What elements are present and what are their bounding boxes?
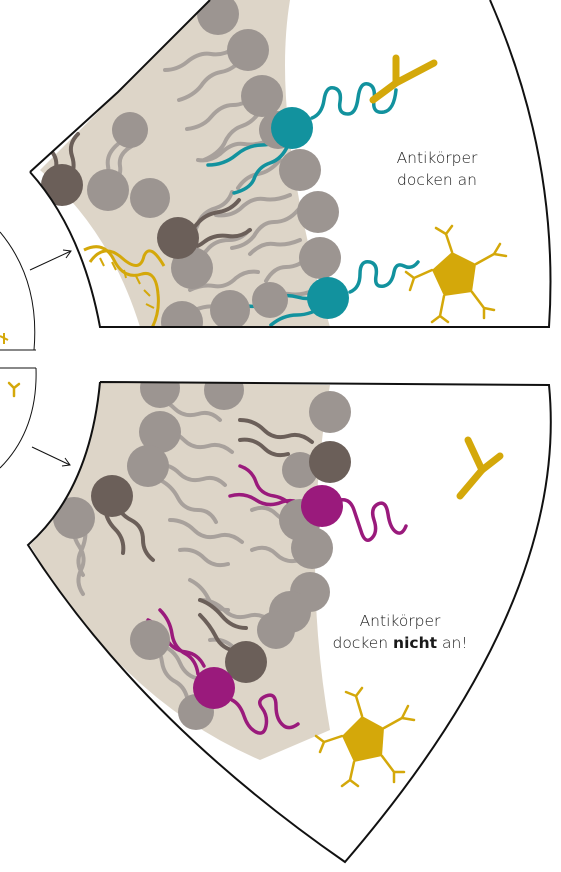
antibody-icon-bottom	[460, 440, 500, 496]
overview-arc-bottom	[0, 368, 36, 468]
caption-top-line1: Antikörper	[372, 147, 502, 169]
caption-antibodies-do-not-dock: Antikörper docken nicht an!	[300, 610, 500, 654]
overview-antigen-icon	[0, 333, 8, 344]
caption-bottom-suffix: an!	[437, 634, 467, 652]
caption-bottom-line2: docken nicht an!	[300, 632, 500, 654]
antigen-pentagon-icon-bottom	[316, 688, 414, 786]
caption-bottom-bold: nicht	[393, 634, 437, 652]
caption-bottom-line1: Antikörper	[300, 610, 500, 632]
overview-fragment	[0, 232, 36, 468]
caption-top-line2: docken an	[372, 169, 502, 191]
caption-bottom-prefix: docken	[332, 634, 393, 652]
caption-antibodies-dock: Antikörper docken an	[372, 147, 502, 191]
arrow-icon-top	[30, 250, 71, 270]
overview-arc-top	[0, 232, 35, 350]
antibody-icon-top	[373, 58, 434, 100]
antigen-pentagon-icon-top	[406, 226, 506, 322]
arrow-icon-bottom	[32, 447, 70, 466]
overview-antibody-icon	[9, 383, 19, 396]
